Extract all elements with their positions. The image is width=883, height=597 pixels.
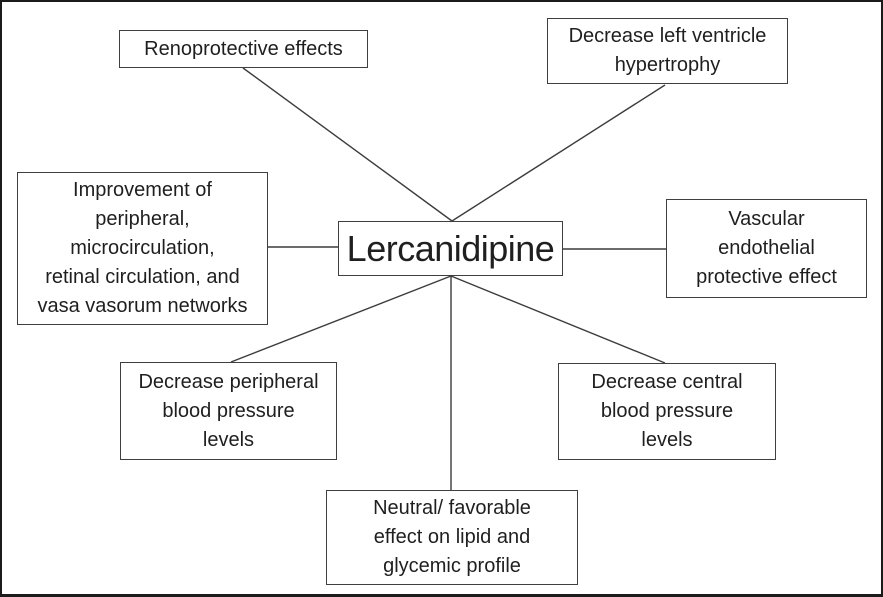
node-peripheral-bp-label: Decrease peripheral blood pressure level… [138, 370, 319, 451]
node-microcirculation: Improvement of peripheral, microcirculat… [17, 172, 268, 325]
node-lv-hypertrophy: Decrease left ventricle hypertrophy [547, 18, 788, 84]
node-central-bp-label: Decrease central blood pressure levels [591, 371, 743, 451]
node-microcirculation-label: Improvement of peripheral, microcirculat… [37, 179, 248, 317]
node-vascular-endothelial: Vascular endothelial protective effect [666, 199, 867, 298]
node-central-bp: Decrease central blood pressure levels [558, 363, 776, 460]
node-lv-hypertrophy-label: Decrease left ventricle hypertrophy [568, 25, 767, 76]
node-lipid-glycemic-label: Neutral/ favorable effect on lipid and g… [373, 497, 531, 577]
node-vascular-endothelial-label: Vascular endothelial protective effect [696, 208, 837, 288]
connector-renoprotective [242, 67, 453, 222]
node-lipid-glycemic: Neutral/ favorable effect on lipid and g… [326, 490, 578, 585]
connector-central-bp [450, 275, 666, 364]
node-renoprotective: Renoprotective effects [119, 30, 368, 68]
connector-lv-hypertrophy [451, 84, 666, 222]
node-center-label: Lercanidipine [346, 227, 555, 269]
node-renoprotective-label: Renoprotective effects [144, 37, 343, 60]
node-center-lercanidipine: Lercanidipine [338, 221, 563, 276]
node-peripheral-bp: Decrease peripheral blood pressure level… [120, 362, 337, 460]
connector-peripheral-bp [230, 275, 452, 363]
